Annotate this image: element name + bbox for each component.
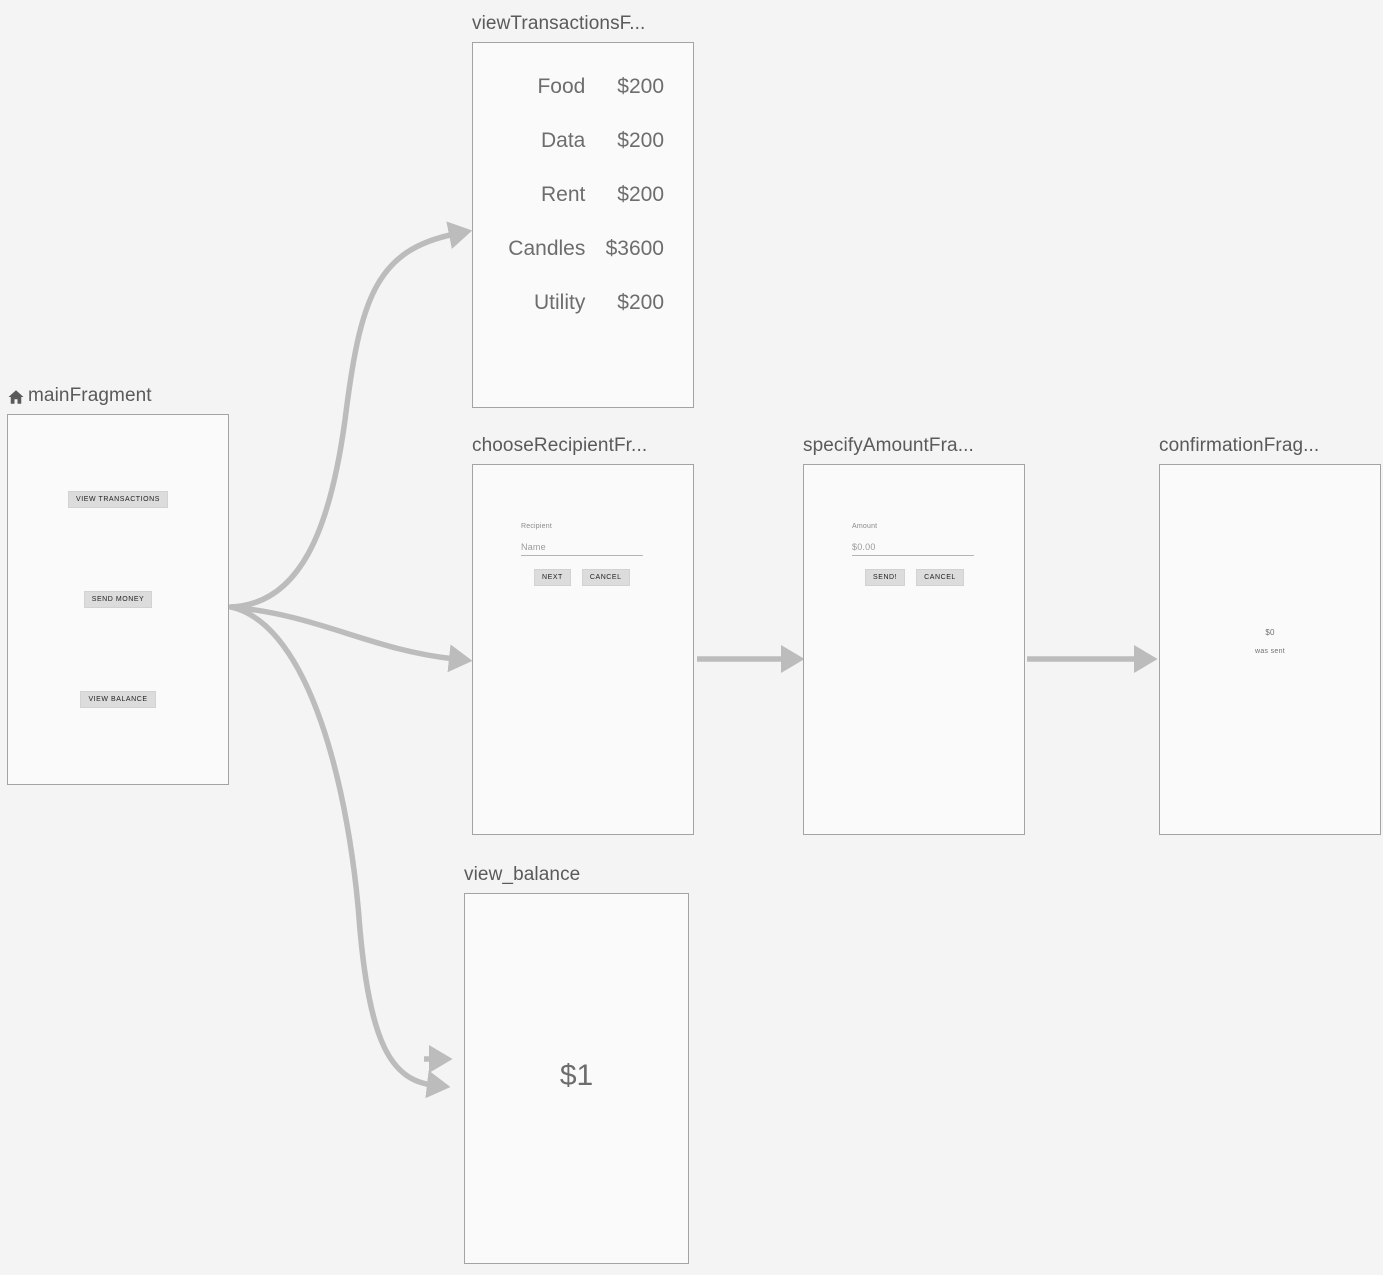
confirmation-message-block: $0 was sent	[1160, 628, 1380, 655]
send-money-button[interactable]: SEND MONEY	[83, 591, 153, 608]
recipient-form: Recipient Name NEXT CANCEL	[521, 523, 649, 586]
choose-recipient-preview[interactable]: Recipient Name NEXT CANCEL	[472, 464, 694, 835]
choose-recipient-title: chooseRecipientFr...	[472, 435, 648, 456]
confirmation-title: confirmationFrag...	[1159, 435, 1320, 456]
transaction-label: Candles	[508, 237, 586, 260]
send-button[interactable]: SEND!	[865, 569, 906, 586]
main-button-slot: SEND MONEY	[83, 550, 153, 650]
confirmation-preview[interactable]: $0 was sent	[1159, 464, 1381, 835]
transaction-row: Candles $3600	[473, 237, 693, 261]
main-button-slot: VIEW TRANSACTIONS	[68, 450, 168, 550]
destination-view-transactions-fragment[interactable]: viewTransactionsF... Food $200 Data $200…	[472, 12, 694, 408]
next-button[interactable]: NEXT	[534, 569, 571, 586]
balance-amount: $1	[559, 1059, 594, 1092]
cancel-button[interactable]: CANCEL	[916, 569, 964, 586]
recipient-form-actions: NEXT CANCEL	[521, 569, 649, 586]
view-balance-button[interactable]: VIEW BALANCE	[80, 691, 156, 708]
transaction-label: Data	[541, 129, 586, 152]
view-balance-title: view_balance	[464, 864, 581, 885]
destination-choose-recipient-fragment[interactable]: chooseRecipientFr... Recipient Name NEXT…	[472, 434, 694, 835]
transaction-label: Food	[537, 75, 586, 98]
action-main-to-choose-recipient	[228, 604, 473, 673]
transaction-amount: $200	[617, 75, 664, 98]
view-transactions-title: viewTransactionsF...	[472, 13, 646, 34]
amount-input[interactable]: $0.00	[852, 542, 974, 556]
view-transactions-button[interactable]: VIEW TRANSACTIONS	[68, 491, 168, 508]
transaction-row: Data $200	[473, 129, 693, 153]
view-balance-preview[interactable]: $1	[464, 893, 689, 1264]
transaction-amount: $200	[617, 291, 664, 314]
transaction-amount: $200	[617, 129, 664, 152]
action-main-to-view-transactions	[228, 221, 473, 610]
transaction-label: Rent	[541, 183, 586, 206]
destination-main-fragment[interactable]: mainFragment VIEW TRANSACTIONS SEND MONE…	[7, 384, 229, 785]
home-icon	[7, 388, 25, 406]
transaction-amount: $3600	[605, 237, 664, 260]
transaction-row: Food $200	[473, 75, 693, 99]
transaction-row: Utility $200	[473, 291, 693, 315]
amount-form: Amount $0.00 SEND! CANCEL	[852, 523, 980, 586]
specify-amount-preview[interactable]: Amount $0.00 SEND! CANCEL	[803, 464, 1025, 835]
recipient-field-label: Recipient	[521, 523, 552, 530]
action-main-to-view-balance	[228, 604, 451, 1099]
destination-view-balance-fragment[interactable]: view_balance $1	[464, 863, 689, 1264]
transaction-amount: $200	[617, 183, 664, 206]
main-fragment-button-stack: VIEW TRANSACTIONS SEND MONEY VIEW BALANC…	[8, 415, 228, 784]
destination-confirmation-fragment[interactable]: confirmationFrag... $0 was sent	[1159, 434, 1381, 835]
cancel-button[interactable]: CANCEL	[581, 569, 630, 586]
recipient-name-input[interactable]: Name	[521, 542, 643, 556]
transaction-row: Rent $200	[473, 183, 693, 207]
main-button-slot: VIEW BALANCE	[80, 650, 156, 750]
amount-form-actions: SEND! CANCEL	[852, 569, 980, 586]
specify-amount-title: specifyAmountFra...	[803, 435, 974, 456]
confirmation-amount: $0	[1265, 628, 1275, 637]
confirmation-message: was sent	[1254, 648, 1286, 655]
view-transactions-preview[interactable]: Food $200 Data $200 Rent $200 Candles $3…	[472, 42, 694, 408]
amount-field-label: Amount	[852, 523, 878, 530]
main-fragment-preview[interactable]: VIEW TRANSACTIONS SEND MONEY VIEW BALANC…	[7, 414, 229, 785]
main-fragment-title: mainFragment	[28, 385, 152, 406]
main-fragment-title-row: mainFragment	[7, 384, 229, 408]
transaction-label: Utility	[534, 291, 586, 314]
transaction-list: Food $200 Data $200 Rent $200 Candles $3…	[473, 75, 693, 315]
destination-specify-amount-fragment[interactable]: specifyAmountFra... Amount $0.00 SEND! C…	[803, 434, 1025, 835]
